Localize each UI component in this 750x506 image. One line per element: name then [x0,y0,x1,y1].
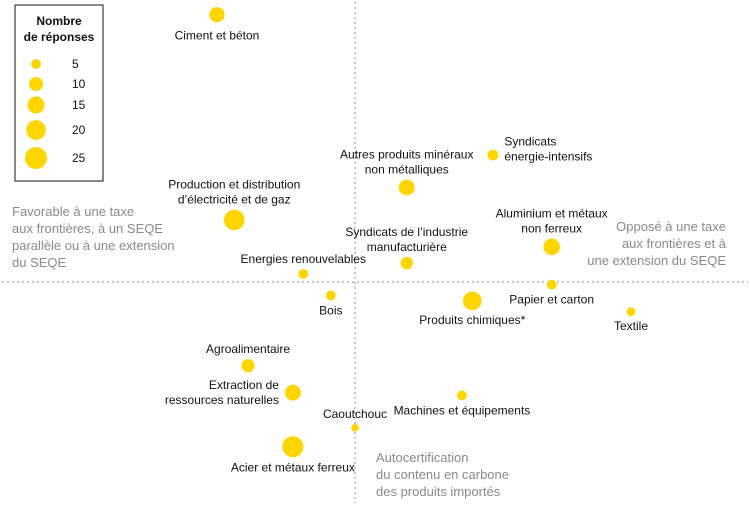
size-legend: Nombre de réponses 5 10 15 20 25 [14,4,104,182]
quadrant-right-line-3: une extension du SEQE [587,253,726,268]
label-textile: Textile [614,319,648,333]
legend-bubble-15 [27,96,45,114]
legend-bubble-25 [25,147,47,169]
quadrant-label-left: Favorable à une taxe aux frontières, à u… [12,204,175,270]
label-energies-renouvelables: Energies renouvelables [241,252,366,266]
legend-value-25: 25 [72,151,86,165]
bubble-aluminium-et-metaux-non-ferreux [543,238,560,256]
quadrant-bottom-line-2: du contenu en carbone [376,467,509,482]
bubble-produits-chimiques [462,291,482,311]
label-machines-et-equipements: Machines et équipements [394,403,531,417]
label-caoutchouc: Caoutchouc [323,407,387,421]
legend-value-10: 10 [72,77,86,91]
bubble-ciment-et-beton [209,7,225,23]
quadrant-left-line-4: du SEQE [12,255,67,270]
bubble-autres-produits-mineraux-non-metalliques [398,179,415,196]
bubble-textile [626,307,636,317]
legend-value-20: 20 [72,123,86,137]
label-ciment-et-beton: Ciment et béton [175,28,260,42]
quadrant-left-line-1: Favorable à une taxe [12,204,134,219]
quadrant-left-line-3: parallèle ou à une extension [12,238,175,253]
legend-value-5: 5 [72,57,79,71]
bubble-layer [209,7,636,458]
legend-bubble-10 [29,77,43,91]
legend-title-line-1: Nombre [36,14,82,28]
legend-value-15: 15 [72,98,86,112]
bubble-syndicats-de-l-industrie-manufacturiere [400,256,413,270]
bubble-caoutchouc [351,423,359,432]
bubble-production-et-distribution-d-electricite-et-de-gaz [223,209,245,231]
bubble-papier-et-carton [546,279,557,290]
bubble-bois [325,290,336,301]
bubble-energies-renouvelables [298,268,309,279]
label-agroalimentaire: Agroalimentaire [206,342,290,356]
bubble-machines-et-equipements [457,390,467,401]
label-bois: Bois [319,303,342,317]
label-acier-et-metaux-ferreux: Acier et métaux ferreux [231,460,355,474]
legend-title-line-2: de réponses [24,30,95,44]
bubble-agroalimentaire [241,359,255,373]
label-produits-chimiques: Produits chimiques* [419,313,525,327]
quadrant-bottom-line-3: des produits importés [376,484,501,499]
label-papier-et-carton: Papier et carton [509,293,594,307]
legend-bubble-20 [26,120,46,140]
quadrant-right-line-2: aux frontières et à [622,236,727,251]
quadrant-label-bottom: Autocertification du contenu en carbone … [376,450,509,499]
quadrant-bottom-line-1: Autocertification [376,450,469,465]
bubble-acier-et-metaux-ferreux [282,436,304,458]
legend-bubble-5 [31,59,41,69]
quadrant-left-line-2: aux frontières, à un SEQE [12,221,163,236]
quadrant-right-line-1: Opposé à une taxe [616,219,726,234]
quadrant-label-right: Opposé à une taxe aux frontières et à un… [587,219,727,268]
bubble-syndicats-energie-intensifs [487,149,499,161]
bubble-extraction-de-ressources-naturelles [284,384,301,401]
